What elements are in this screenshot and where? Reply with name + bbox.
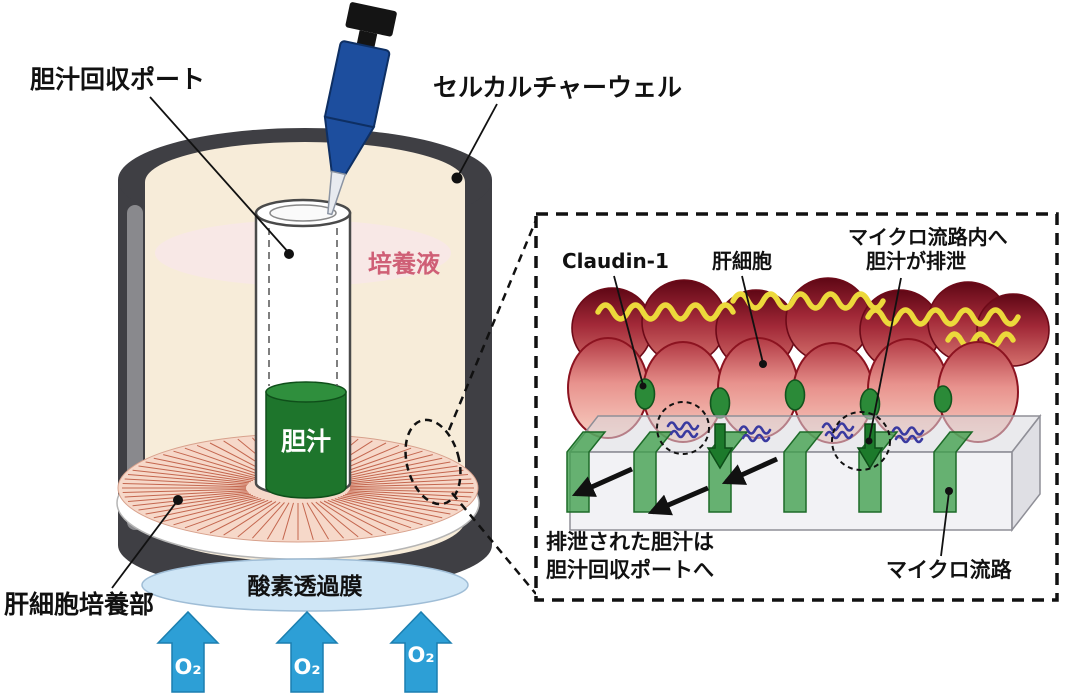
microchannel-label: マイクロ流路	[886, 558, 1013, 582]
pipette-icon	[323, 2, 397, 216]
oxygen-membrane	[141, 558, 469, 612]
excerpt-dashed-ellipse	[404, 418, 462, 506]
detail-dashed-circles	[656, 401, 891, 471]
well-leader-dot	[451, 172, 463, 184]
bile-cylinder-top	[265, 381, 347, 403]
claudin-ovals	[634, 378, 953, 420]
hepatocyte-leader-dot	[759, 360, 767, 368]
bile-flow-arrows	[571, 456, 779, 516]
green-down-arrow-icon	[856, 423, 884, 470]
oxygen-arrows: O₂ O₂ O₂	[156, 610, 453, 693]
microchannel-leader-dot	[945, 487, 953, 495]
green-down-arrow-icon	[706, 423, 734, 470]
culture-area-leader	[111, 499, 179, 589]
well-leader	[456, 103, 498, 179]
excretion-leader	[868, 277, 902, 442]
excerpt-connector-top	[447, 219, 538, 431]
block-right-face	[1011, 413, 1041, 533]
claudin-leader	[613, 275, 644, 386]
bile-port-leader	[149, 96, 290, 254]
excretion-leader-dot	[865, 437, 873, 445]
pipette-body	[324, 40, 391, 130]
oxygen-arrow-icon	[156, 610, 220, 693]
excretion-label-line1: マイクロ流路内へ	[848, 225, 1008, 249]
excerpt-connector-bottom	[451, 492, 537, 595]
medium-label: 培養液	[368, 250, 440, 278]
inset-detail: Claudin-1 肝細胞 マイクロ流路内へ 胆汁が排泄 排泄された胆汁は 胆汁…	[534, 212, 1059, 602]
medium-top	[145, 142, 465, 222]
microchannel-leader	[940, 491, 950, 557]
bile-label: 胆汁	[281, 427, 331, 456]
bile-cylinder	[265, 391, 347, 499]
excretion-label-line2: 胆汁が排泄	[866, 249, 966, 273]
culture-well: 胆汁 O₂ O₂ O₂ 胆汁回収ポート セルカルチャーウ	[4, 2, 682, 693]
bile-canaliculi-waves	[595, 291, 1021, 349]
oxygen-label: O₂	[293, 655, 320, 679]
culture-area-leader-dot	[173, 495, 183, 505]
claudin-leader-dot	[639, 382, 647, 390]
oxygen-label: O₂	[174, 655, 201, 679]
collection-label-line1: 排泄された胆汁は	[546, 530, 714, 554]
bile-port-leader-dot	[284, 249, 294, 259]
hepatocyte-leader	[741, 275, 764, 364]
oxygen-label: O₂	[407, 643, 434, 667]
oxygen-arrow-icon	[389, 610, 453, 693]
pipette-cap	[345, 2, 397, 37]
bile-excretion-arrows	[706, 423, 884, 470]
membrane-label: 酸素透過膜	[248, 573, 363, 600]
bile-port-label: 胆汁回収ポート	[30, 65, 205, 94]
tight-junction-waves	[666, 421, 925, 444]
oxygen-arrow-icon	[275, 610, 339, 693]
well-label: セルカルチャーウェル	[433, 73, 682, 102]
well-wall-highlight	[127, 205, 143, 530]
pipette-tip	[327, 170, 347, 216]
tube-mouth-inner	[269, 204, 337, 222]
hepatocyte-label: 肝細胞	[712, 249, 772, 273]
culture-area-label: 肝細胞培養部	[4, 590, 154, 619]
collection-label-line2: 胆汁回収ポートへ	[546, 558, 714, 582]
claudin-label: Claudin-1	[562, 249, 669, 273]
